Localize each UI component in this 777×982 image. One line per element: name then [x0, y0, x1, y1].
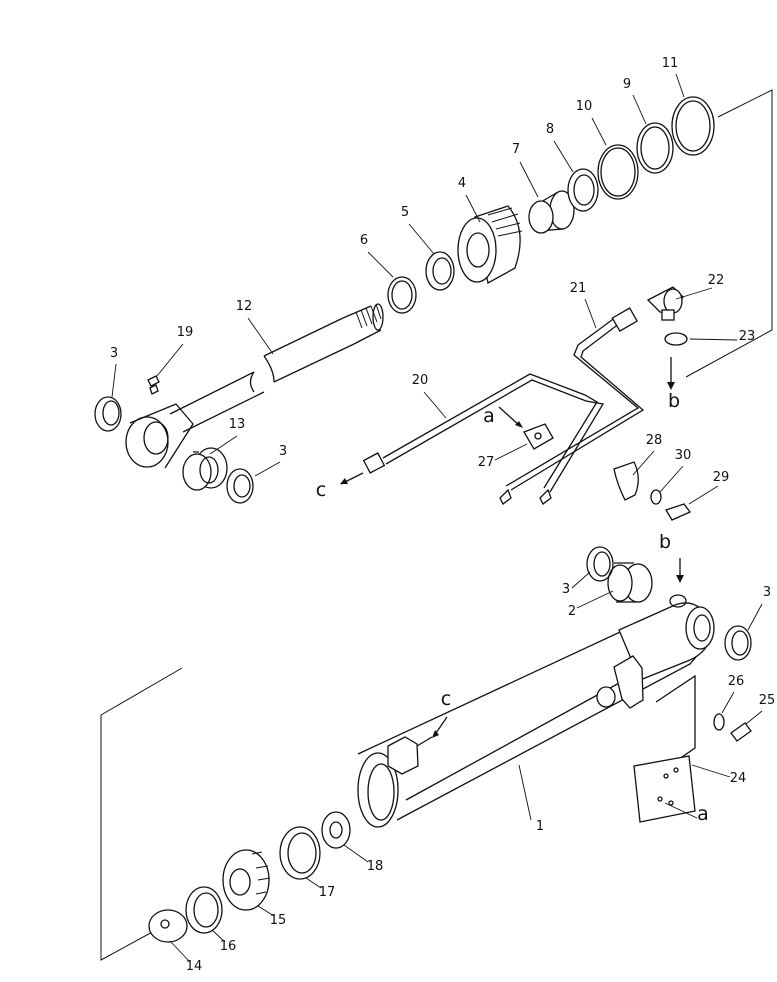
cylinder-body	[148, 546, 752, 943]
part-label-l9: 9	[623, 77, 631, 92]
part-label-l14: 14	[186, 959, 203, 974]
part-label-l28: 28	[646, 433, 663, 448]
part-label-l6: 6	[360, 233, 368, 248]
part-label-l3b: 3	[279, 444, 287, 459]
part-label-l3a: 3	[110, 346, 118, 361]
part-label-l25: 25	[759, 693, 776, 708]
view-letters: a a b b c c	[316, 390, 709, 825]
upper-seal-components	[94, 96, 715, 504]
view-letter-va1: a	[483, 405, 495, 427]
part-label-l1: 1	[536, 819, 544, 834]
part-label-l5: 5	[401, 205, 409, 220]
part-label-l4: 4	[458, 176, 466, 191]
part-label-l11: 11	[662, 56, 679, 71]
part-label-l12: 12	[236, 299, 253, 314]
part-label-l22: 22	[708, 273, 725, 288]
part-label-l10: 10	[576, 99, 593, 114]
part-label-l26: 26	[728, 674, 745, 689]
part-label-l7: 7	[512, 142, 520, 157]
part-label-l18: 18	[367, 859, 384, 874]
pipes	[340, 286, 692, 521]
part-label-l16: 16	[220, 939, 237, 954]
part-label-l20: 20	[412, 373, 429, 388]
part-label-l8: 8	[546, 122, 554, 137]
piston-rod	[125, 303, 384, 469]
part-label-l15: 15	[270, 913, 287, 928]
view-letter-vb2: b	[659, 531, 671, 553]
part-label-l29: 29	[713, 470, 730, 485]
part-label-l24: 24	[730, 771, 747, 786]
view-letter-vb1: b	[668, 390, 680, 412]
part-label-l3d: 3	[763, 585, 771, 600]
leader-lines	[111, 73, 763, 963]
part-label-l21: 21	[570, 281, 587, 296]
part-label-l17: 17	[319, 885, 336, 900]
part-label-l27: 27	[478, 455, 495, 470]
part-label-l23: 23	[739, 329, 756, 344]
part-label-l30: 30	[675, 448, 692, 463]
reference-lines	[100, 89, 773, 961]
part-label-l19: 19	[177, 325, 194, 340]
part-label-l2: 2	[568, 604, 576, 619]
part-label-l3c: 3	[562, 582, 570, 597]
part-label-l13: 13	[229, 417, 246, 432]
view-letter-vc2: c	[441, 688, 451, 710]
view-letter-vc1: c	[316, 479, 326, 501]
view-letter-va2: a	[697, 803, 709, 825]
